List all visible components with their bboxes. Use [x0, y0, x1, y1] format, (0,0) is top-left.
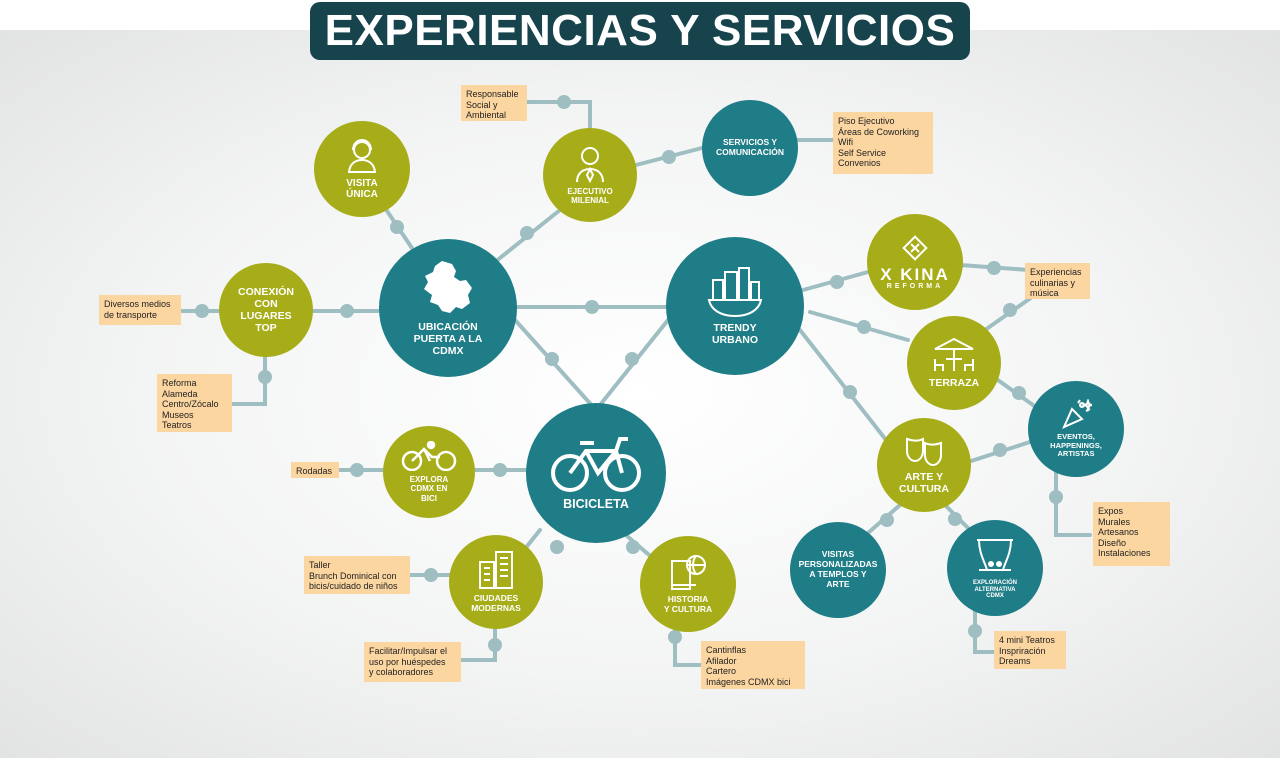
connector-dot: [968, 624, 982, 638]
note-cantinflas: Cantinflas Afilador Cartero Imágenes CDM…: [701, 641, 805, 689]
theater-masks-icon: [906, 437, 942, 466]
node-visitas-personalizadas: VISITAS PERSONALIZADAS A TEMPLOS Y ARTE: [790, 522, 886, 618]
connector-dot: [350, 463, 364, 477]
node-eventos: EVENTOS, HAPPENINGS, ARTISTAS: [1028, 381, 1124, 477]
node-label: HISTORIA Y CULTURA: [663, 594, 713, 614]
connector-dot: [625, 352, 639, 366]
node-trendy-urbano: TRENDY URBANO: [666, 237, 804, 375]
connector-dot: [626, 540, 640, 554]
node-label: TRENDY URBANO: [711, 321, 759, 346]
connector-dot: [557, 95, 571, 109]
note-facilitar: Facilitar/Impulsar el uso por huéspedes …: [364, 642, 461, 682]
node-label: EJECUTIVO MILENIAL: [567, 186, 613, 205]
node-historia-cultura: HISTORIA Y CULTURA: [640, 536, 736, 632]
note-lugares: Reforma Alameda Centro/Zócalo Museos Tea…: [157, 374, 232, 432]
bicycle-icon: [551, 436, 641, 492]
node-label: EVENTOS, HAPPENINGS, ARTISTAS: [1050, 432, 1102, 459]
connector-dot: [493, 463, 507, 477]
note-experiencias: Experiencias culinarias y música: [1025, 263, 1090, 299]
person-headset-icon: [347, 138, 377, 173]
note-rodadas: Rodadas: [291, 462, 339, 478]
book-globe-icon: [671, 555, 706, 591]
node-label: ARTE Y CULTURA: [899, 470, 949, 495]
connector-dot: [857, 320, 871, 334]
node-ciudades-modernas: CIUDADES MODERNAS: [449, 535, 543, 629]
connector-dot: [195, 304, 209, 318]
node-label: CIUDADES MODERNAS: [471, 593, 521, 613]
node-xkina-reforma: X KINA REFORMA: [867, 214, 963, 310]
buildings-icon: [479, 551, 513, 590]
xkina-sub-text: REFORMA: [886, 283, 944, 290]
connector-dot: [668, 630, 682, 644]
node-terraza: TERRAZA: [907, 316, 1001, 410]
node-servicios-comunicacion: SERVICIOS Y COMUNICACIÓN: [702, 100, 798, 196]
node-arte-cultura: ARTE Y CULTURA: [877, 418, 971, 512]
node-label: EXPLORACIÓN ALTERNATIVA CDMX: [972, 579, 1017, 600]
connector-dot: [880, 513, 894, 527]
connector-dot: [258, 370, 272, 384]
node-label: BICICLETA: [563, 496, 629, 511]
executive-person-icon: [576, 146, 604, 183]
xkina-logo-icon: [902, 235, 928, 261]
node-label: CONEXIÓN CON LUGARES TOP: [237, 285, 294, 335]
connector-dot: [550, 540, 564, 554]
node-label: UBICACIÓN PUERTA A LA CDMX: [413, 320, 483, 358]
note-transporte: Diversos medios de transporte: [99, 295, 181, 325]
connector-dot: [585, 300, 599, 314]
connector-dot: [1049, 490, 1063, 504]
node-label: VISITAS PERSONALIZADAS A TEMPLOS Y ARTE: [798, 549, 878, 589]
terrace-umbrella-icon: [934, 337, 974, 371]
connector-dot: [843, 385, 857, 399]
party-popper-icon: [1062, 399, 1092, 430]
connector-dot: [830, 275, 844, 289]
connector-dot: [390, 220, 404, 234]
note-expos: Expos Murales Artesanos Diseño Instalaci…: [1093, 502, 1170, 566]
connector-dot: [340, 304, 354, 318]
connector-dot: [948, 512, 962, 526]
note-servicios: Piso Ejecutivo Áreas de Coworking Wifi S…: [833, 112, 933, 174]
connector-dot: [424, 568, 438, 582]
node-label: SERVICIOS Y COMUNICACIÓN: [716, 137, 784, 157]
node-ubicacion: UBICACIÓN PUERTA A LA CDMX: [379, 239, 517, 377]
xkina-brand-text: X KINA: [880, 265, 950, 284]
connector-dot: [662, 150, 676, 164]
connector-dot: [545, 352, 559, 366]
cyclist-icon: [401, 441, 457, 472]
connector-dot: [993, 443, 1007, 457]
note-responsable: Responsable Social y Ambiental: [461, 85, 527, 121]
page-title: EXPERIENCIAS Y SERVICIOS: [310, 2, 970, 60]
node-label: VISITA ÚNICA: [346, 177, 378, 201]
urban-city-icon: [707, 266, 763, 317]
node-label: EXPLORA CDMX EN BICI: [409, 475, 449, 503]
node-label: TERRAZA: [928, 376, 980, 389]
node-exploracion-alternativa: EXPLORACIÓN ALTERNATIVA CDMX: [947, 520, 1043, 616]
node-explora-bici: EXPLORA CDMX EN BICI: [383, 426, 475, 518]
node-visita-unica: VISITA ÚNICA: [314, 121, 410, 217]
connector-dot: [1012, 386, 1026, 400]
theater-stage-icon: [977, 538, 1013, 571]
note-taller: Taller Brunch Dominical con bicis/cuidad…: [304, 556, 410, 594]
connector-dot: [987, 261, 1001, 275]
connector-dot: [1003, 303, 1017, 317]
node-conexion-lugares: CONEXIÓN CON LUGARES TOP: [219, 263, 313, 357]
node-ejecutivo-milenial: EJECUTIVO MILENIAL: [543, 128, 637, 222]
connector-dot: [488, 638, 502, 652]
cdmx-map-icon: [424, 260, 472, 313]
note-teatros: 4 mini Teatros Inspriración Dreams: [994, 631, 1066, 669]
node-bicicleta: BICICLETA: [526, 403, 666, 543]
connector-dot: [520, 226, 534, 240]
